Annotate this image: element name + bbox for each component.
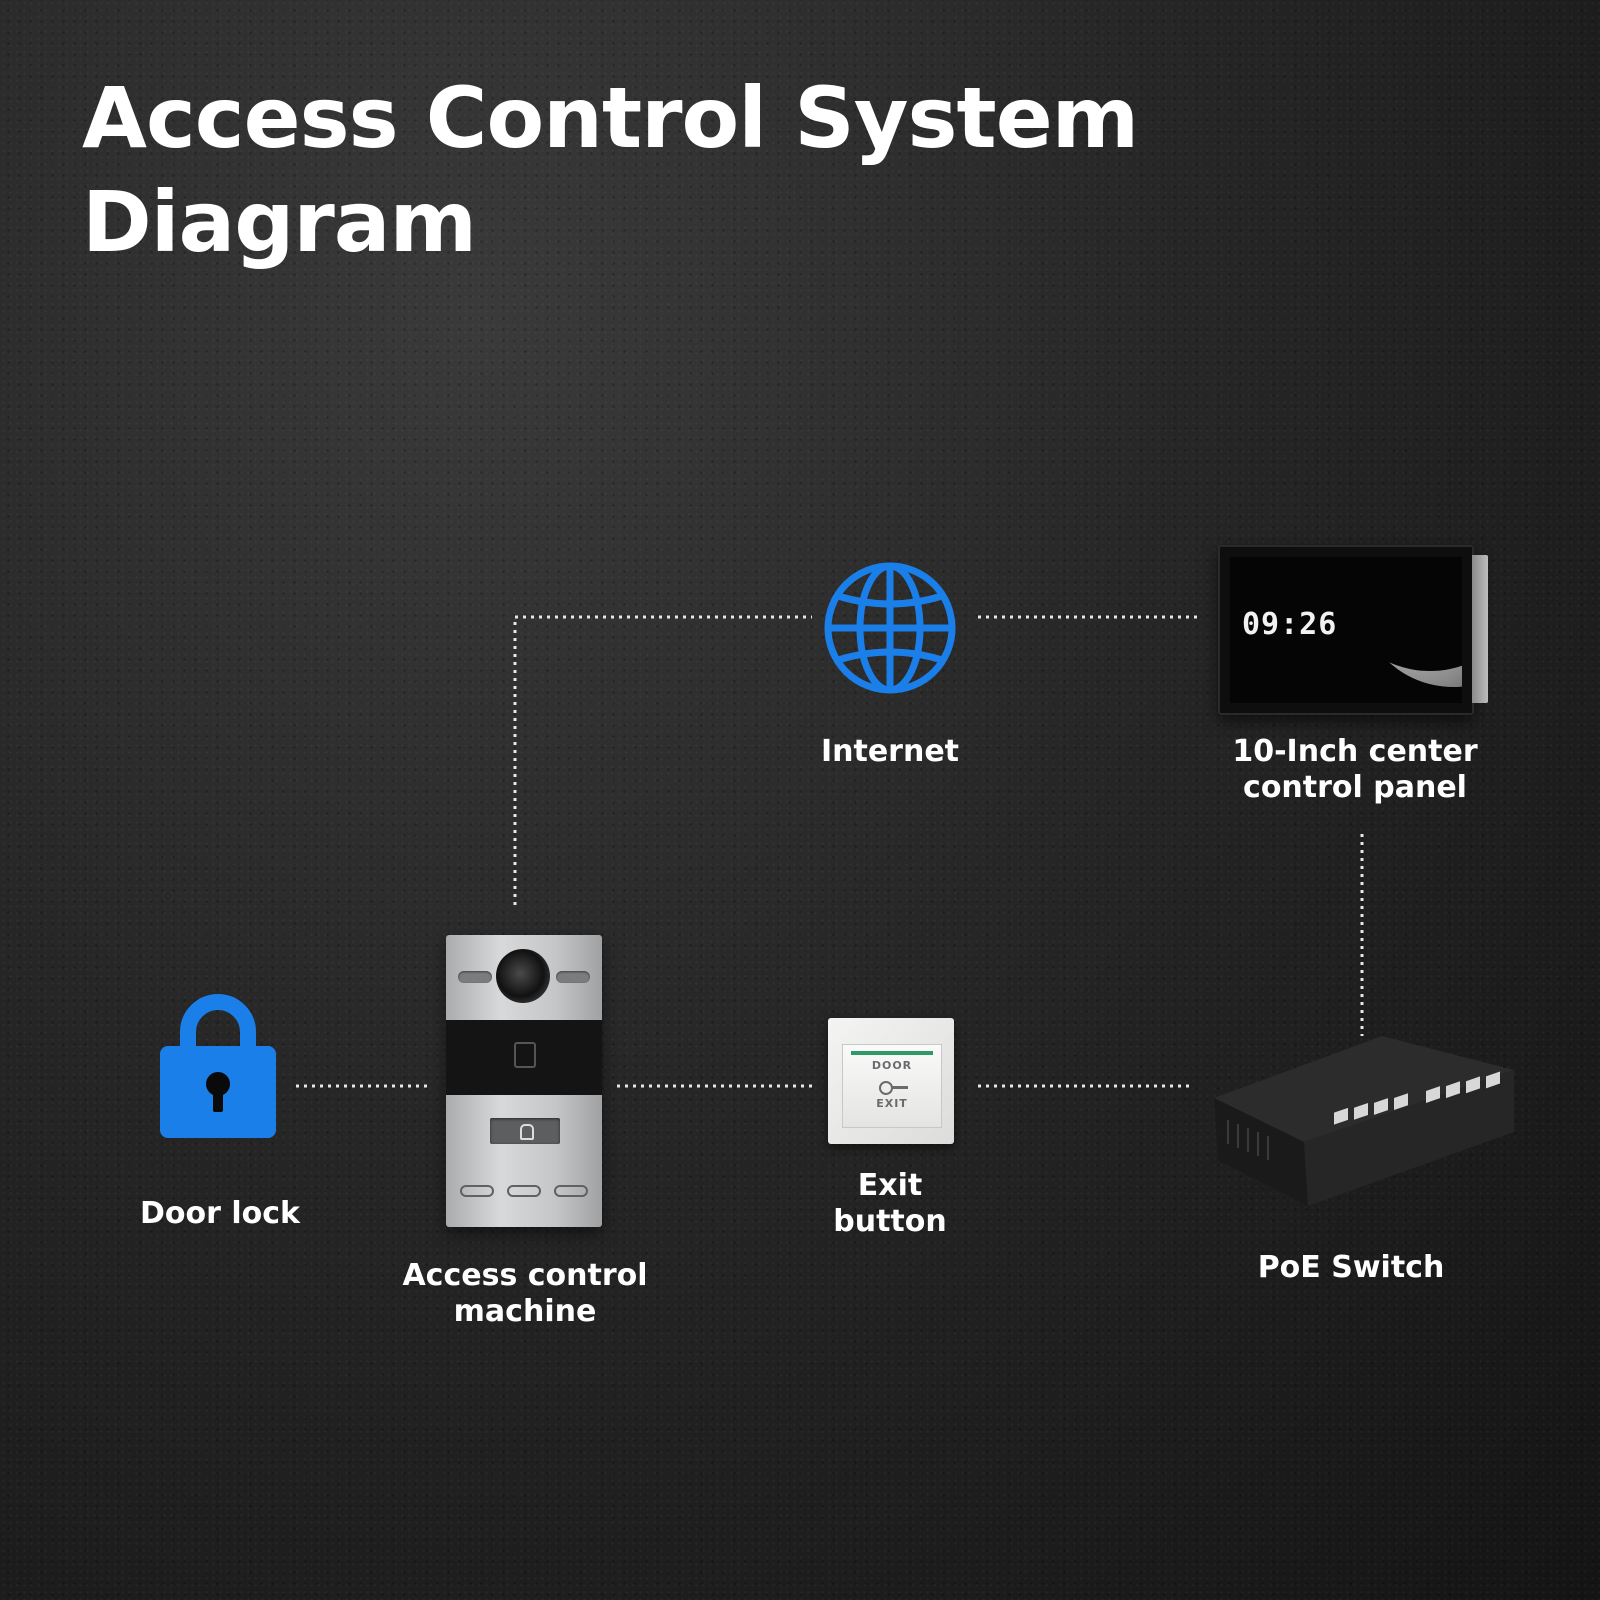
camera-lens — [496, 949, 550, 1003]
plate-text-exit: EXIT — [876, 1097, 908, 1110]
nfc-icon — [514, 1042, 536, 1068]
speaker-grill — [460, 1185, 494, 1197]
control-panel-device: 09:26 — [1218, 545, 1488, 715]
poe-switch-device — [1214, 1036, 1514, 1206]
exit-button-label: Exit button — [833, 1168, 947, 1239]
title-line-2: Diagram — [82, 173, 477, 271]
call-button — [490, 1118, 560, 1144]
globe-icon — [824, 562, 956, 694]
padlock-icon — [160, 994, 276, 1138]
access-control-machine — [446, 935, 602, 1227]
plate-text-door: DOOR — [871, 1059, 913, 1072]
control-panel-label: 10-Inch center control panel — [1232, 734, 1478, 805]
exit-button-device: DOOR EXIT — [828, 1018, 954, 1144]
key-icon — [879, 1081, 908, 1095]
access-machine-label: Access control machine — [402, 1258, 648, 1329]
panel-side-buttons — [1472, 555, 1488, 703]
link-machine-internet — [513, 615, 812, 905]
screen-clock: 09:26 — [1242, 607, 1338, 642]
card-reader-band — [446, 1020, 602, 1095]
title-line-1: Access Control System — [82, 69, 1139, 167]
door-lock-label: Door lock — [140, 1196, 300, 1231]
control-panel-screen: 09:26 — [1230, 557, 1462, 703]
page-title: Access Control System Diagram — [82, 66, 1282, 274]
internet-label: Internet — [820, 734, 960, 769]
poe-switch-label: PoE Switch — [1257, 1250, 1445, 1285]
